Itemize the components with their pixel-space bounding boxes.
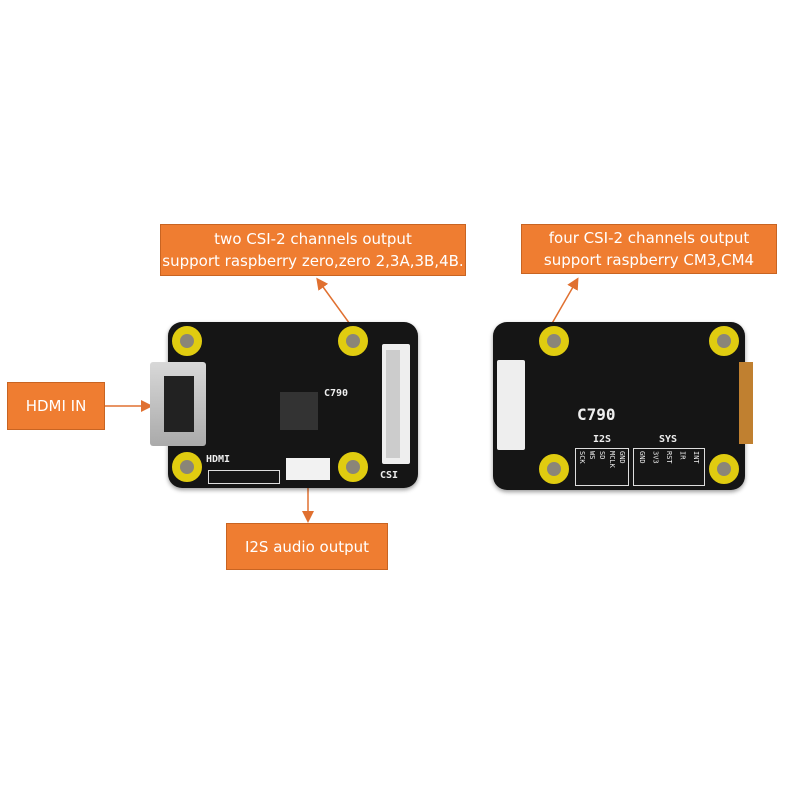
pin-label: RST xyxy=(664,451,673,464)
chip xyxy=(280,392,318,430)
mount-hole xyxy=(539,454,569,484)
pin-label: SCK xyxy=(578,451,586,464)
chip-label: C790 xyxy=(324,388,349,399)
mount-hole xyxy=(539,326,569,356)
mount-hole xyxy=(338,452,368,482)
pin-label: MCLK xyxy=(608,451,616,468)
callout-four-csi: four CSI-2 channels output support raspbe… xyxy=(521,224,777,274)
mount-hole xyxy=(709,454,739,484)
mount-hole xyxy=(172,452,202,482)
hdmi-connector xyxy=(150,362,206,446)
callout-text: HDMI IN xyxy=(25,397,87,415)
sys-label: SYS xyxy=(659,434,678,445)
i2s-label: I2S xyxy=(593,434,612,445)
csi-connector xyxy=(497,360,525,450)
mount-hole xyxy=(172,326,202,356)
mount-hole xyxy=(709,326,739,356)
chip-label: C790 xyxy=(577,405,616,424)
callout-text: two CSI-2 channels output xyxy=(214,230,412,248)
pin-label: GND xyxy=(618,451,626,464)
hdmi-label: HDMI xyxy=(206,454,231,465)
callout-i2s-audio: I2S audio output xyxy=(226,523,388,570)
pin-label: GND xyxy=(637,451,646,464)
csi-connector xyxy=(382,344,410,464)
pin-header xyxy=(208,470,280,484)
csi-label: CSI xyxy=(380,470,399,481)
sys-pin-box: GND 3V3 RST IR INT xyxy=(633,448,705,486)
hdmi-connector-edge xyxy=(739,362,753,444)
callout-text: I2S audio output xyxy=(244,537,370,556)
callout-text: four CSI-2 channels output xyxy=(548,229,750,247)
front-board: C790 HDMI CSI xyxy=(150,322,418,488)
callout-two-csi: two CSI-2 channels output support raspber… xyxy=(160,224,466,276)
pin-label: INT xyxy=(692,451,701,464)
callout-text: support raspberry CM3,CM4 xyxy=(543,251,755,269)
callout-hdmi-in: HDMI IN xyxy=(7,382,105,430)
pin-label: 3V3 xyxy=(651,451,660,464)
pin-label: IR xyxy=(678,451,687,460)
pin-label: SD xyxy=(598,451,606,460)
mount-hole xyxy=(338,326,368,356)
i2s-header xyxy=(286,458,330,480)
callout-text: support raspberry zero,zero 2,3A,3B,4B. xyxy=(162,252,464,270)
pin-label: WS xyxy=(588,451,596,460)
